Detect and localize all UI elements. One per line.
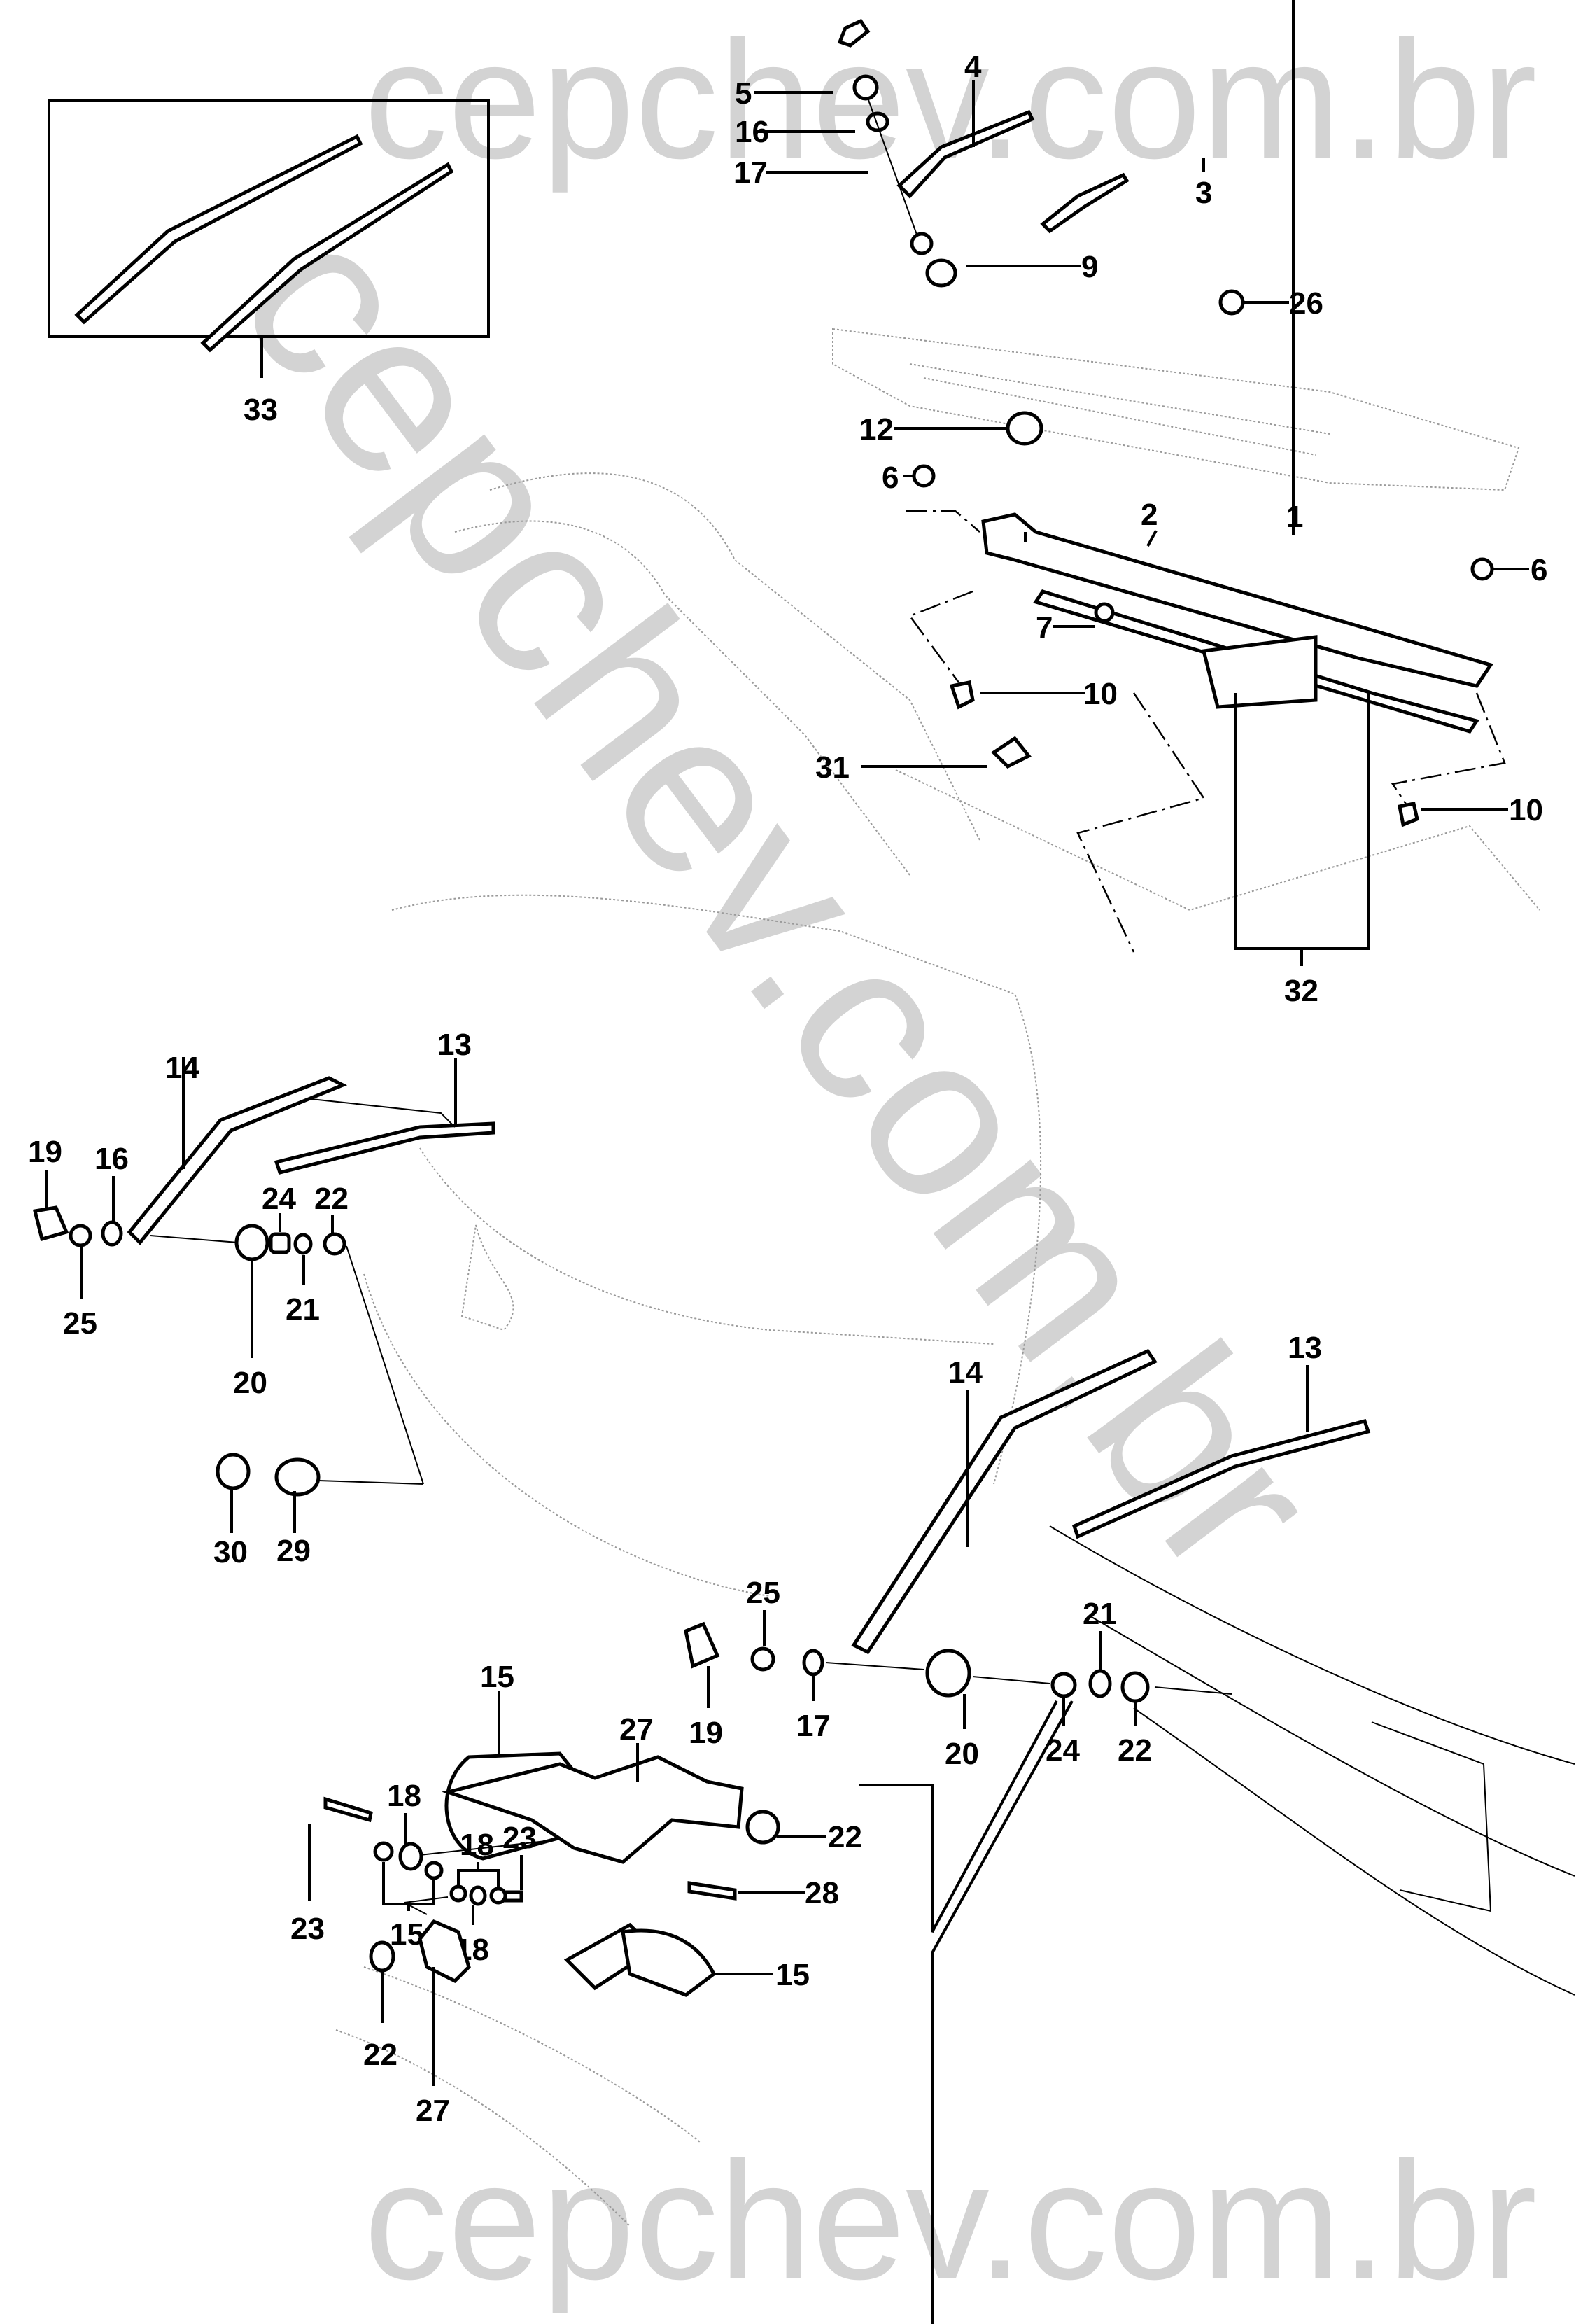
callout-27-lower: 27 xyxy=(416,2094,450,2128)
callout-17-lower: 18 xyxy=(460,1828,494,1862)
callout-32: 32 xyxy=(1284,974,1318,1008)
callout-8: 16 xyxy=(735,115,769,149)
callout-2: 2 xyxy=(1141,498,1158,532)
front-wiper-arm-group: 5 16 17 9 4 3 26 xyxy=(733,18,1323,321)
callout-19-right: 19 xyxy=(689,1716,723,1750)
nut-part xyxy=(852,74,879,101)
bracket-part xyxy=(991,736,1032,769)
callout-1: 1 xyxy=(1286,500,1303,534)
callout-10-right: 10 xyxy=(1509,793,1543,827)
callout-14-right: 14 xyxy=(948,1355,983,1390)
callout-11: 17 xyxy=(733,155,768,190)
callout-22-right: 22 xyxy=(1118,1733,1152,1768)
callout-21-left: 21 xyxy=(286,1292,320,1326)
callout-26: 26 xyxy=(1289,286,1323,321)
callout-13-right: 13 xyxy=(1288,1331,1322,1365)
callout-12: 12 xyxy=(859,412,894,447)
callout-25-right: 25 xyxy=(746,1576,780,1610)
callout-16-left: 16 xyxy=(94,1142,129,1176)
callout-3: 3 xyxy=(1195,176,1212,210)
front-wiper-linkage-group: 12 6 2 1 6 7 10 31 10 32 xyxy=(815,0,1547,1008)
watermark-bottom: cepchev.com.br xyxy=(364,2127,1537,2314)
motor-bracket-part xyxy=(418,1919,471,1984)
callout-20-left: 20 xyxy=(233,1366,267,1400)
callout-15-upper: 15 xyxy=(480,1660,514,1694)
clip-part xyxy=(949,680,975,710)
callout-13-left: 13 xyxy=(437,1028,472,1062)
callout-31: 31 xyxy=(815,750,850,785)
motor-part xyxy=(1201,635,1318,709)
callout-25-left: 25 xyxy=(63,1306,97,1340)
seal-part xyxy=(274,1457,321,1497)
callout-20-right: 20 xyxy=(945,1737,979,1771)
watermark-top: cepchev.com.br xyxy=(364,6,1537,193)
bolt-part xyxy=(687,1881,737,1900)
rear-wiper-arm-part xyxy=(127,1076,348,1245)
callout-28: 28 xyxy=(805,1876,839,1910)
callout-27-upper: 27 xyxy=(619,1712,654,1746)
grommet-part xyxy=(234,1224,269,1261)
rear-wiper-blade-part xyxy=(1071,1418,1371,1539)
callout-23-lower: 23 xyxy=(502,1821,537,1855)
cap-part xyxy=(32,1205,69,1242)
grommet-part xyxy=(925,258,957,288)
watermark-diagonal: cepchev.com.br xyxy=(190,175,1369,1620)
callout-29: 29 xyxy=(276,1534,311,1568)
linkage-part xyxy=(981,512,1493,688)
bolt-part xyxy=(323,1796,373,1823)
callout-33: 33 xyxy=(244,393,278,427)
rear-wiper-motor-upper-group: 15 27 22 28 23 18 15 xyxy=(290,1660,862,1952)
callout-9: 9 xyxy=(1081,250,1098,284)
callout-16-right: 17 xyxy=(796,1709,831,1743)
callout-14-left: 14 xyxy=(165,1051,199,1085)
rear-wiper-motor-installed-group: 18 23 18 15 22 27 xyxy=(363,1700,1074,2324)
rear-wiper-arm-part xyxy=(851,1348,1158,1655)
callout-19-left: 19 xyxy=(28,1135,62,1169)
front-wiper-arm-part xyxy=(896,109,1035,199)
wiper-blade-set-box: 33 xyxy=(48,99,490,427)
screw-part xyxy=(1218,289,1245,316)
clip-part xyxy=(1398,802,1419,827)
callout-18-upper: 18 xyxy=(387,1779,421,1813)
plug-part xyxy=(216,1452,251,1490)
callout-30: 30 xyxy=(213,1535,248,1569)
callout-6-left: 6 xyxy=(882,461,899,495)
callout-6-right: 6 xyxy=(1531,553,1547,587)
rear-wiper-right-group: 14 13 19 25 17 20 24 21 22 xyxy=(684,1331,1371,1771)
cap-part xyxy=(1006,411,1043,446)
callout-4: 4 xyxy=(964,50,982,84)
callout-24-left: 24 xyxy=(262,1182,296,1216)
callout-17-upper: 15 xyxy=(390,1917,424,1952)
grommet-part xyxy=(925,1648,971,1698)
motor-bracket-part xyxy=(442,1755,744,1864)
rear-wiper-left-group: 14 13 19 25 16 20 24 21 22 30 29 xyxy=(28,1028,495,1569)
vehicle-body-outline xyxy=(335,328,1575,2227)
callout-21-right: 21 xyxy=(1083,1597,1117,1631)
callout-22-lower: 22 xyxy=(363,2038,398,2072)
cap-part xyxy=(684,1621,720,1669)
callout-22-mid: 22 xyxy=(828,1820,862,1854)
washer-part xyxy=(866,111,889,132)
callout-22-left: 22 xyxy=(314,1182,349,1216)
callout-10-left: 10 xyxy=(1083,677,1118,711)
callout-5: 5 xyxy=(735,76,752,111)
callout-7: 7 xyxy=(1036,610,1053,645)
callout-23-upper: 23 xyxy=(290,1912,325,1946)
callout-15-lower: 15 xyxy=(775,1958,810,1992)
nut-cap-part xyxy=(837,18,871,48)
rear-wiper-blade-part xyxy=(274,1121,495,1175)
front-blade-part xyxy=(1040,172,1130,234)
